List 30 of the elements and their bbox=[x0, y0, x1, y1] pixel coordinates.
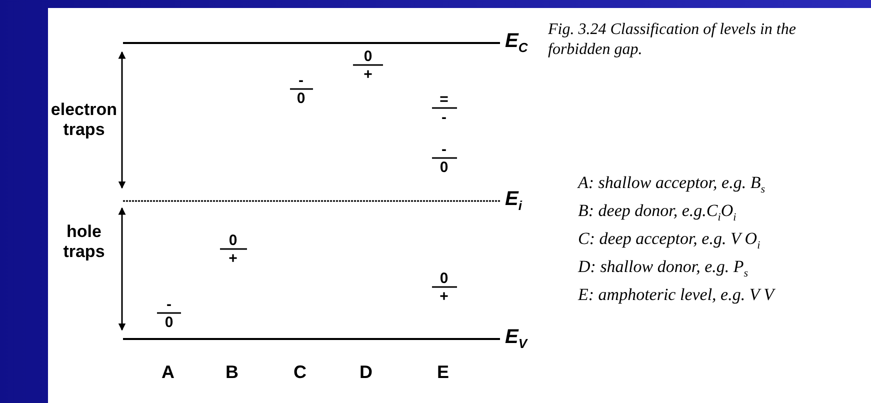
charge-state: 0 bbox=[296, 91, 306, 106]
charge-state: = bbox=[440, 92, 448, 107]
definition-text: A: shallow acceptor, e.g. B$_{s}$ bbox=[578, 173, 765, 196]
charge-state: - bbox=[166, 297, 172, 312]
charge-state: 0 bbox=[440, 271, 448, 286]
figure-caption: Fig. 3.24 Classification of levels in the forbidden gap. bbox=[548, 20, 797, 60]
charge-state: 0 bbox=[440, 160, 448, 175]
side-label: electron traps bbox=[50, 100, 118, 140]
band-label: E$_{i}$ bbox=[505, 188, 522, 213]
charge-state: 0 bbox=[228, 233, 238, 248]
definition-text: E: amphoteric level, e.g. V V bbox=[578, 285, 774, 305]
charge-state: 0 bbox=[364, 49, 372, 64]
band-label: E$_{V}$ bbox=[505, 326, 528, 351]
charge-state: + bbox=[440, 289, 448, 304]
definition-text: B: deep donor, e.g.C$_{i}$O$_{i}$ bbox=[578, 201, 736, 224]
charge-state: + bbox=[228, 251, 238, 266]
definition-text: C: deep acceptor, e.g. V O$_{i}$ bbox=[578, 229, 760, 252]
band-label: E$_{C}$ bbox=[505, 30, 528, 55]
charge-state: + bbox=[364, 67, 372, 82]
column-letter: D bbox=[360, 362, 372, 383]
column-letter: A bbox=[162, 362, 174, 383]
charge-state: - bbox=[298, 73, 304, 88]
side-label: hole traps bbox=[62, 222, 106, 262]
charge-state: - bbox=[442, 142, 446, 157]
column-letter: B bbox=[226, 362, 238, 383]
column-letter: E bbox=[437, 362, 449, 383]
column-letter: C bbox=[294, 362, 306, 383]
definition-text: D: shallow donor, e.g. P$_{s}$ bbox=[578, 257, 748, 280]
charge-state: 0 bbox=[164, 315, 174, 330]
charge-state: - bbox=[442, 110, 446, 125]
